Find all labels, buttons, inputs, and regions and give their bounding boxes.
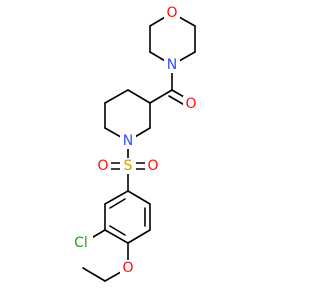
molecule-canvas: O N O N S O O [71, 5, 199, 282]
svg-text:N: N [167, 57, 177, 73]
svg-text:S: S [124, 158, 133, 174]
molecule-structure: O N O N S O O [71, 5, 199, 282]
bond [82, 267, 106, 282]
bond [127, 89, 151, 104]
svg-text:O: O [166, 5, 177, 21]
carbonyl-oxygen: O [183, 96, 199, 112]
svg-text:O: O [97, 158, 108, 174]
bond [109, 198, 126, 209]
bond [149, 89, 173, 104]
atom-labels: O N O N S O O [71, 5, 199, 276]
bond [127, 190, 151, 205]
chlorine-atom: Cl [71, 235, 93, 251]
bonds [82, 12, 196, 282]
svg-text:O: O [147, 158, 158, 174]
svg-text:O: O [185, 96, 196, 112]
sulfonyl-oxygen-left: O [95, 158, 111, 174]
svg-text:O: O [122, 260, 133, 276]
svg-text:N: N [123, 133, 133, 149]
bond [104, 190, 129, 205]
sulfur-atom: S [120, 158, 136, 174]
piperidine-nitrogen: N [120, 133, 136, 149]
svg-text:Cl: Cl [74, 235, 88, 251]
sulfonyl-oxygen-right: O [145, 158, 161, 174]
bond [104, 229, 129, 244]
bond [127, 229, 151, 244]
morpholine-oxygen: O [164, 5, 180, 21]
morpholine-nitrogen: N [164, 57, 180, 73]
bond [109, 225, 126, 236]
bond [104, 89, 129, 104]
ether-oxygen: O [120, 260, 136, 276]
